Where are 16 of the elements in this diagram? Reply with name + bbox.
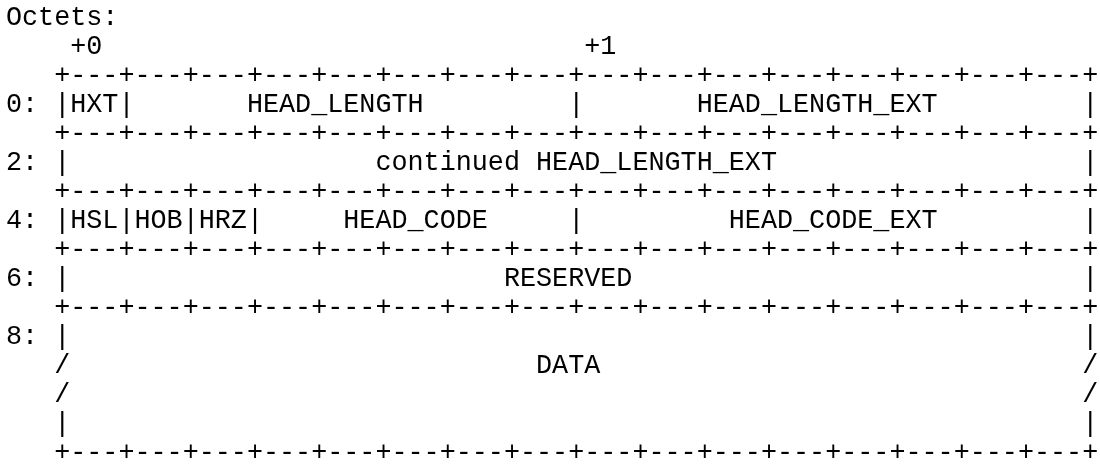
octets-heading: Octets: <box>6 4 119 33</box>
ascii-diagram-line: +0 +1 <box>69 33 617 62</box>
ascii-diagram-line: +---+---+---+---+---+---+---+---+---+---+---+---+---+---+---+---+ <box>53 294 1099 323</box>
ascii-diagram-line: / DATA / <box>53 352 1099 381</box>
ascii-diagram-line: 0: |HXT| HEAD_LENGTH | HEAD_LENGTH_EXT | <box>6 91 1099 120</box>
ascii-diagram-line: +---+---+---+---+---+---+---+---+---+---+---+---+---+---+---+---+ <box>53 439 1099 465</box>
ascii-diagram-line: 6: | RESERVED | <box>6 265 1099 294</box>
ascii-diagram-line: +---+---+---+---+---+---+---+---+---+---+---+---+---+---+---+---+ <box>53 62 1099 91</box>
ascii-diagram-line: / / <box>53 381 1099 410</box>
ascii-diagram-line: +---+---+---+---+---+---+---+---+---+---+---+---+---+---+---+---+ <box>53 178 1099 207</box>
ascii-diagram-line: | | <box>53 410 1099 439</box>
ascii-diagram-line: 4: |HSL|HOB|HRZ| HEAD_CODE | HEAD_CODE_EXT | <box>6 207 1099 236</box>
ascii-diagram-line: +---+---+---+---+---+---+---+---+---+---+---+---+---+---+---+---+ <box>53 120 1099 149</box>
ascii-diagram-line: 8: | | <box>6 323 1099 352</box>
ascii-diagram-line: +---+---+---+---+---+---+---+---+---+---+---+---+---+---+---+---+ <box>53 236 1099 265</box>
ascii-diagram-line: 2: | continued HEAD_LENGTH_EXT | <box>6 149 1099 178</box>
